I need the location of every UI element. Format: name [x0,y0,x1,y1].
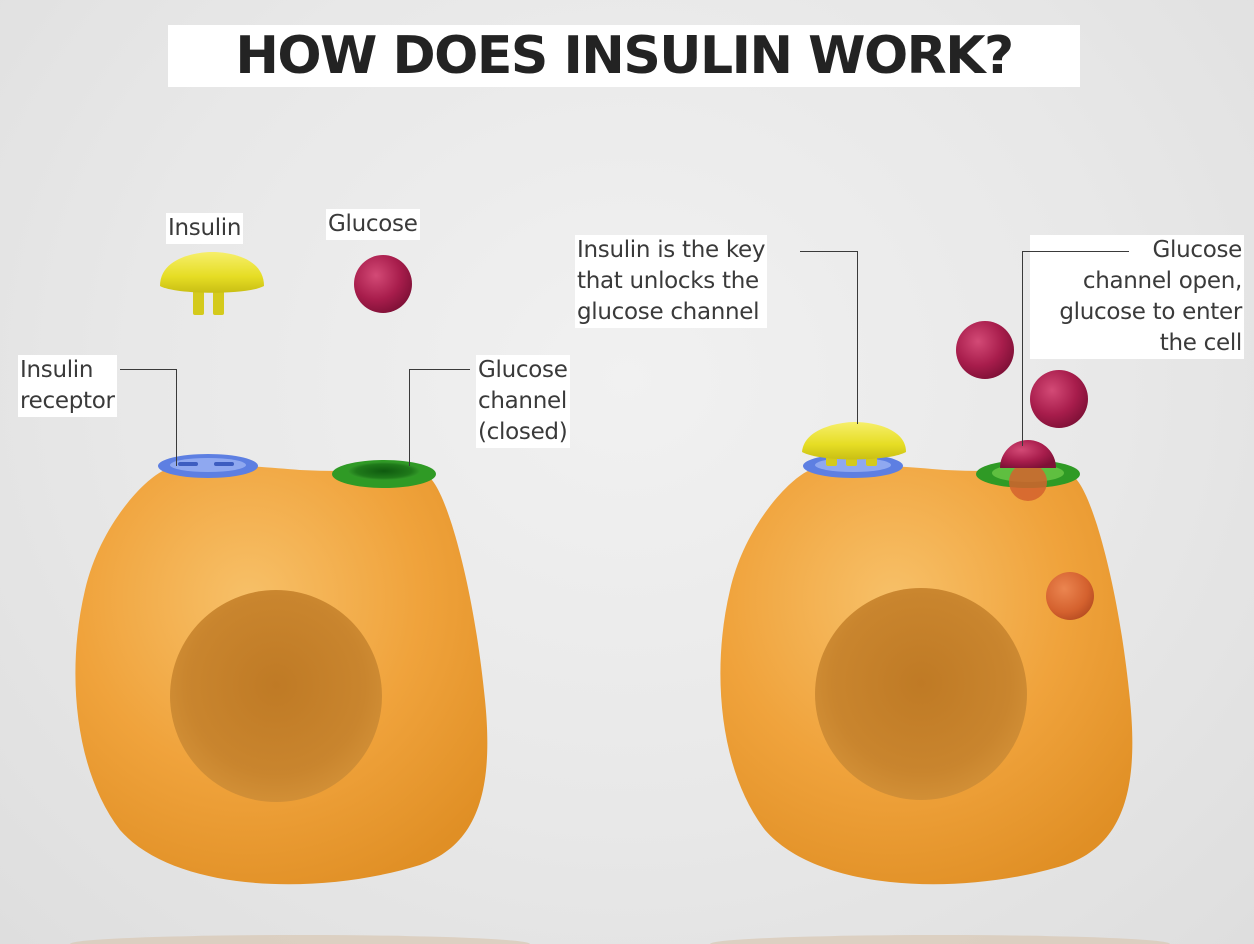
glucose-molecule [1030,370,1088,428]
legend-glucose-icon [354,255,412,313]
right-glucose-channel-open [976,440,1080,501]
left-insulin-receptor [158,454,258,478]
right-bound-insulin [802,422,906,460]
insulin-receptor-leader [120,369,177,466]
glucose-channel-closed-leader [409,369,470,466]
legend-insulin-icon [160,252,264,315]
legend-glucose-label: Glucose [326,209,420,240]
glucose-inside-cell [1046,572,1094,620]
legend-insulin-label: Insulin [166,213,244,244]
insulin-receptor-label: Insulin receptor [18,355,117,417]
left-glucose-channel-closed [332,460,436,488]
left-cell [75,454,488,885]
left-nucleus [170,590,382,802]
glucose-channel-closed-label: Glucose channel (closed) [476,355,570,448]
page-title: HOW DOES INSULIN WORK? [168,25,1080,87]
insulin-key-label: Insulin is the key that unlocks the gluc… [575,235,768,328]
right-insulin-receptor [803,454,903,478]
glucose-channel-open-leader [1022,251,1129,446]
glucose-molecule [956,321,1014,379]
insulin-key-leader [800,251,858,424]
right-nucleus [815,588,1027,800]
right-cell [720,422,1133,885]
glucose-channel-open-label: Glucose channel open, glucose to enter t… [1030,235,1244,359]
floor-shadow [70,935,1170,944]
